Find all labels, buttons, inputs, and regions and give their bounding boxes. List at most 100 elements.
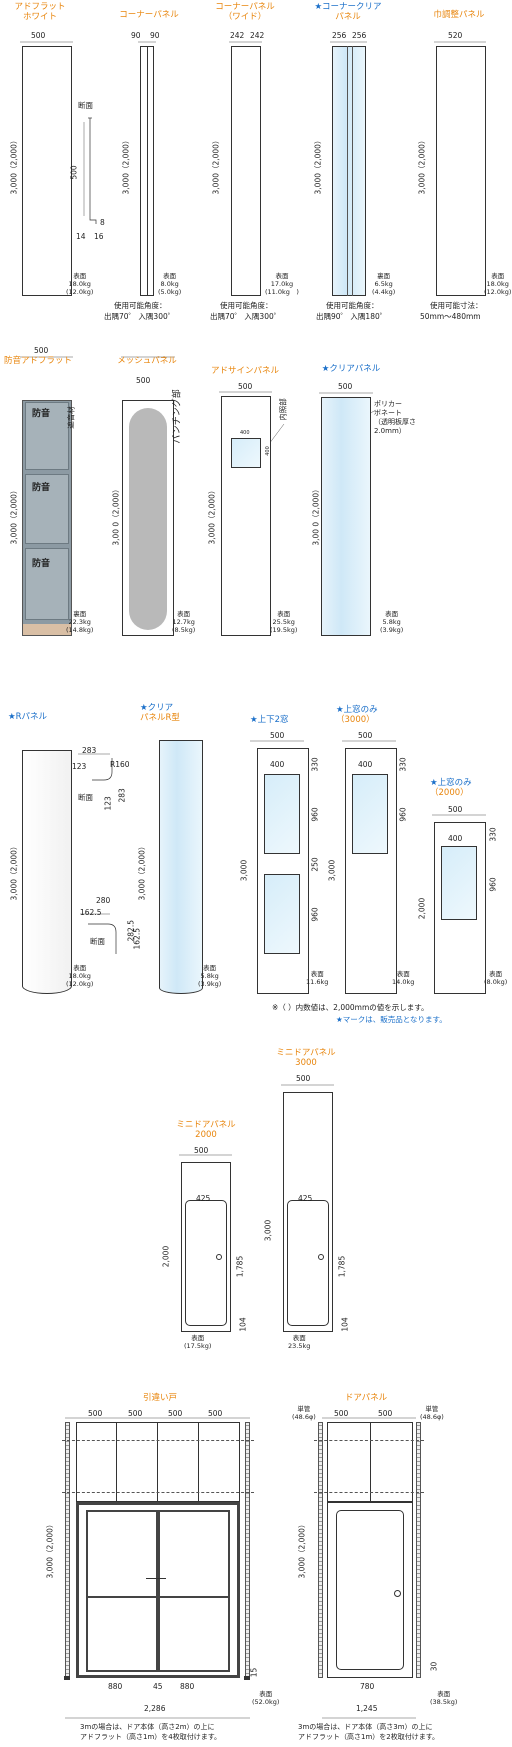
row1-p1-title-1: アドフラット: [14, 2, 66, 12]
row4-p2-title-2: 3000: [295, 1058, 317, 1068]
row1-p1-height: 3,000（2,000）: [9, 136, 19, 195]
row3-p4-d2: 960: [398, 807, 408, 822]
row1-p4-title: ★コーナークリア パネル: [308, 2, 388, 22]
row5-p1-post-right: [244, 1676, 250, 1680]
row3-p1-weight: 表面 18.0kg (12.0kg): [66, 964, 93, 988]
row5-p2-pipe-l: 単管 (48.6φ): [292, 1405, 316, 1421]
row2-p3-weight-1: 表面: [277, 610, 291, 618]
row5-p2-pipe-left: [318, 1422, 323, 1678]
row1-p3-note-1: 使用可能角度：: [220, 301, 273, 310]
row1-p1-weight-1: 表面: [73, 272, 87, 280]
row5-p1-post-left: [64, 1676, 70, 1680]
row3-p5-height: 2,000: [417, 897, 427, 920]
row5-p1-height: 3,000（2,000）: [45, 1520, 55, 1579]
row1-p1-section-h: 500: [69, 165, 79, 180]
row1-p2-note-2: 出隅70゜ 入隅300゜: [104, 312, 176, 321]
row3-p4-title: ★上窓のみ （3000）: [336, 705, 396, 725]
row1-p1-weight-3: (12.0kg): [66, 288, 94, 296]
row5-p2-height: 3,000（2,000）: [297, 1520, 307, 1579]
row3-p1-weight-2: 18.0kg: [68, 972, 91, 980]
row1-p2-weight-3: (5.0kg): [158, 288, 182, 296]
row3-p4-win-w: 400: [358, 760, 373, 769]
row3-p5-d2: 960: [488, 877, 498, 892]
row5-p2-note-1: 3mの場合は、ドア本体（高さ3m）の上に: [298, 1723, 433, 1731]
row1-p2-weight-2: 8.0kg: [160, 280, 179, 288]
row1-p5-title: 巾調整パネル: [433, 10, 485, 20]
row4-p1-panel: [181, 1162, 231, 1332]
row5-p1-side: 15: [249, 1667, 259, 1678]
row1-p5-note-2: 50mm〜480mm: [420, 312, 481, 321]
row3-p1-section-label-2: 断面: [90, 937, 105, 946]
row5-p1-w-3: 500: [168, 1409, 183, 1418]
row1-p1-section-d1: 14: [76, 232, 86, 241]
row3-note-1: ※（ ）内数値は、2,000mmの値を示します。: [272, 1003, 429, 1012]
row1-p3-note-2: 出隅70゜ 入隅300゜: [210, 312, 282, 321]
row5-p2-w-1: 500: [334, 1409, 349, 1418]
row5-p2-side: 30: [429, 1661, 439, 1672]
row2-p1-height: 3,000（2,000）: [9, 486, 19, 545]
row3-p5-weight-1: 表面: [489, 970, 503, 978]
row2-p1-base: [23, 624, 71, 635]
row5-p1-weight: 表面 (52.0kg): [252, 1690, 279, 1706]
row1-p1-weight-2: 18.0kg: [68, 280, 91, 288]
row2-p2-weight-1: 表面: [177, 610, 191, 618]
row1-p2-w2: 90: [150, 31, 160, 40]
row1-p1-title: アドフラット ホワイト: [4, 2, 76, 22]
row3-p1-d2: 123: [72, 762, 87, 771]
row1-p4-note: 使用可能角度： 出隅90゜ 入隅180゜: [316, 300, 387, 322]
row1-p2-title: コーナーパネル: [119, 10, 179, 20]
row3-p1-panel: [22, 750, 72, 994]
row5-p2-pipe-r: 単管 (48.6φ): [420, 1405, 444, 1421]
row3-p2-panel: [159, 740, 203, 994]
row5-p2-w-2: 500: [378, 1409, 393, 1418]
row5-p1-door-right-rail: [158, 1596, 230, 1598]
row3-p1-d6: 280: [96, 896, 111, 905]
row2-p4-callout: ポリカー ボネート （透明板厚さ 2.0mm）: [374, 400, 416, 436]
row5-p1-weight-1: 表面: [259, 1690, 273, 1698]
row5-p1-note-2: アドフラット（高さ1m）を4枚取付けます。: [80, 1733, 222, 1741]
row3-p3-window-1: [264, 774, 300, 854]
row1-p2-note-1: 使用可能角度：: [114, 301, 167, 310]
row3-p3-d3: 250: [310, 857, 320, 872]
row1-p5-width: 520: [448, 31, 463, 40]
row1-p4-weight-3: (4.4kg): [372, 288, 396, 296]
row3-p3-title: ★上下2窓: [250, 715, 289, 725]
row3-p5-title-2: （2000）: [430, 788, 469, 798]
row4-p1-title-2: 2000: [195, 1130, 217, 1140]
row5-p2-total-w: 1,245: [356, 1704, 378, 1713]
row5-p2-pipe-l-1: 単管: [297, 1405, 311, 1413]
row3-p2-title-2: パネルR型: [140, 713, 180, 723]
row2-p4-callout-1: ポリカー: [374, 400, 402, 408]
row5-p2-weight-2: (38.5kg): [430, 1698, 458, 1706]
row5-p1-upper: [76, 1422, 240, 1502]
row1-p5-height: 3,000（2,000）: [417, 136, 427, 195]
row2-p3-title: アドサインパネル: [210, 366, 279, 376]
row3-p5-width: 500: [448, 805, 463, 814]
row3-p4-weight-1: 表面: [396, 970, 410, 978]
row2-p4-weight: 表面 5.8kg (3.9kg): [380, 610, 403, 634]
row5-p1-title: 引違い戸: [142, 1393, 177, 1403]
row5-p1-w-2: 500: [128, 1409, 143, 1418]
row5-p2-pipe-right: [416, 1422, 421, 1678]
row5-p1-total-w: 2,286: [144, 1704, 166, 1713]
row1-p2-weight: 表面 8.0kg (5.0kg): [158, 272, 181, 296]
row5-p2-door: [336, 1510, 404, 1670]
row5-p1-door-w1: 880: [108, 1682, 123, 1691]
row3-p1-section-label-1: 断面: [78, 793, 93, 802]
row1-p4-weight: 裏面 6.5kg (4.4kg): [372, 272, 395, 296]
row2-p4-callout-2: ボネート: [374, 409, 402, 417]
row2-p2-weight-2: 12.7kg: [172, 618, 195, 626]
row5-p1-door-right: [158, 1510, 230, 1672]
row5-p2-dash-2: [314, 1492, 424, 1493]
row1-p4-w1: 256: [332, 31, 347, 40]
row4-p1-bottom: 104: [238, 1317, 248, 1332]
row1-p4-note-2: 出隅90゜ 入隅180゜: [316, 312, 388, 321]
row5-p2-door-knob: [394, 1590, 401, 1597]
row1-p5-note: 使用可能寸法： 50mm〜480mm: [420, 300, 483, 322]
row2-p1-block-3: [25, 548, 69, 620]
row2-p1-label-3: 防音: [32, 559, 51, 569]
row3-p4-height: 3,000: [327, 859, 337, 882]
row1-p3-panel: [231, 46, 261, 296]
row3-p1-d3: R160: [110, 760, 130, 769]
row3-p1-d9: 162.5: [132, 928, 142, 950]
